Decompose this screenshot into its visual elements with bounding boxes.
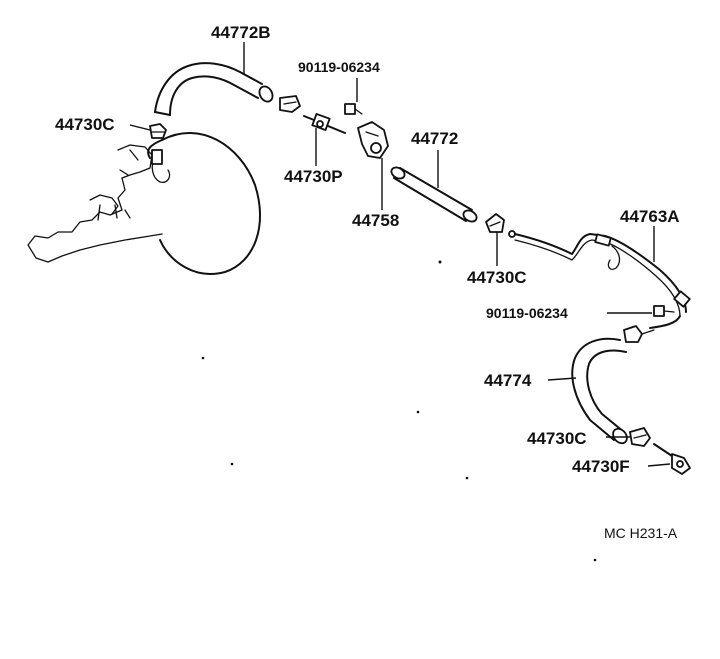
hose-middle-drawing: [390, 166, 478, 223]
label-pipe: 44763A: [620, 207, 680, 226]
label-bolt-upper: 90119-06234: [298, 59, 380, 75]
label-hose-middle: 44772: [411, 129, 459, 148]
leader-lines: [129, 42, 671, 467]
diagram-reference-code: MC H231-A: [604, 525, 678, 541]
label-union-fitting: 44730F: [572, 457, 630, 476]
label-clamp-left: 44730C: [55, 115, 115, 134]
clamp-left-drawing: [149, 123, 167, 139]
clamp-upper-drawing: [279, 95, 301, 113]
brake-booster-drawing: [27, 131, 262, 275]
label-hose-lower: 44774: [484, 371, 532, 390]
label-clamp-middle: 44730C: [467, 268, 527, 287]
hose-upper-left-drawing: [154, 62, 274, 116]
label-bolt-lower: 90119-06234: [486, 305, 568, 321]
scan-specks: [201, 260, 597, 562]
label-clamp-lower: 44730C: [527, 429, 587, 448]
label-bracket: 44758: [352, 211, 400, 230]
label-hose-upper-left: 44772B: [211, 23, 271, 42]
bracket-drawing: [357, 121, 389, 159]
clamp-middle-drawing: [485, 213, 505, 233]
label-check-valve: 44730P: [284, 167, 343, 186]
union-fitting-drawing: [653, 443, 691, 475]
pipe-drawing: [508, 230, 691, 329]
clamp-lower-drawing: [629, 427, 651, 447]
check-valve-drawing: [303, 113, 346, 134]
bolt-upper-drawing: [344, 103, 363, 115]
hose-lower-drawing: [571, 337, 628, 445]
bolt-lower-drawing: [653, 305, 675, 317]
clamp-pipe-end-drawing: [623, 325, 655, 343]
